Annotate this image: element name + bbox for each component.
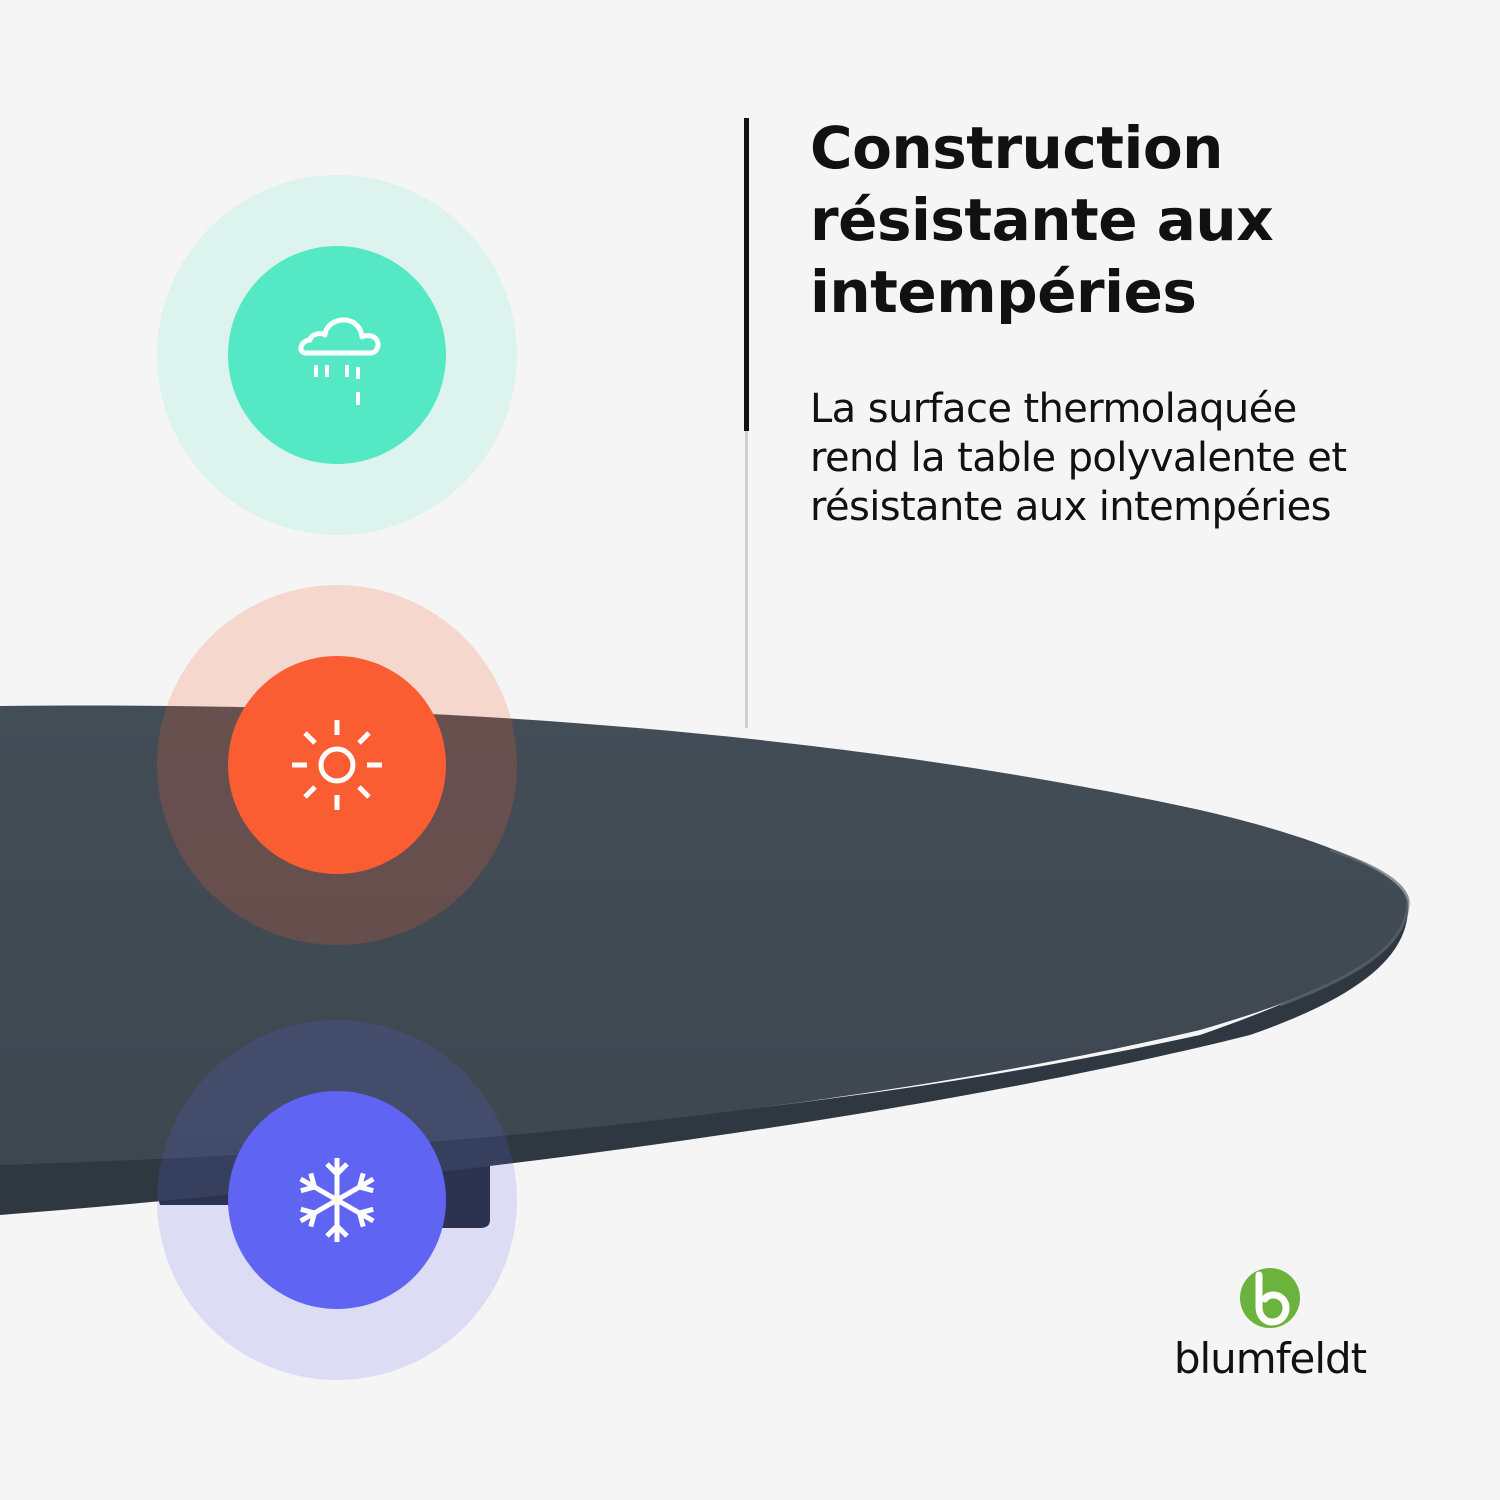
heading-line: intempéries [810,258,1197,326]
divider-line [744,118,749,431]
feature-rain [157,175,517,535]
feature-description: La surface thermolaquée rend la table po… [810,385,1450,532]
sun-icon [292,720,382,810]
description-line: La surface thermolaquée [810,386,1297,432]
rain-cloud-icon [298,317,381,405]
feature-heading: Construction résistante aux intempéries [810,112,1450,328]
snowflake-icon [299,1158,375,1242]
description-line: résistante aux intempéries [810,484,1332,530]
blumfeldt-b-logo-icon [1240,1268,1300,1328]
divider-line-faded [745,431,748,728]
rain-disc [228,246,446,464]
heading-line: Construction [810,114,1223,182]
description-line: rend la table polyvalente et [810,435,1347,481]
table-edge [0,905,1409,1215]
snow-disc [228,1091,446,1309]
feature-snow [157,1020,517,1380]
sun-disc [228,656,446,874]
brand-name: blumfeldt [1173,1334,1367,1383]
feature-sun [157,585,517,945]
heading-line: résistante aux [810,186,1274,254]
brand-logo: blumfeldt [1150,1262,1390,1392]
table-rim-highlight [1279,848,1410,1007]
